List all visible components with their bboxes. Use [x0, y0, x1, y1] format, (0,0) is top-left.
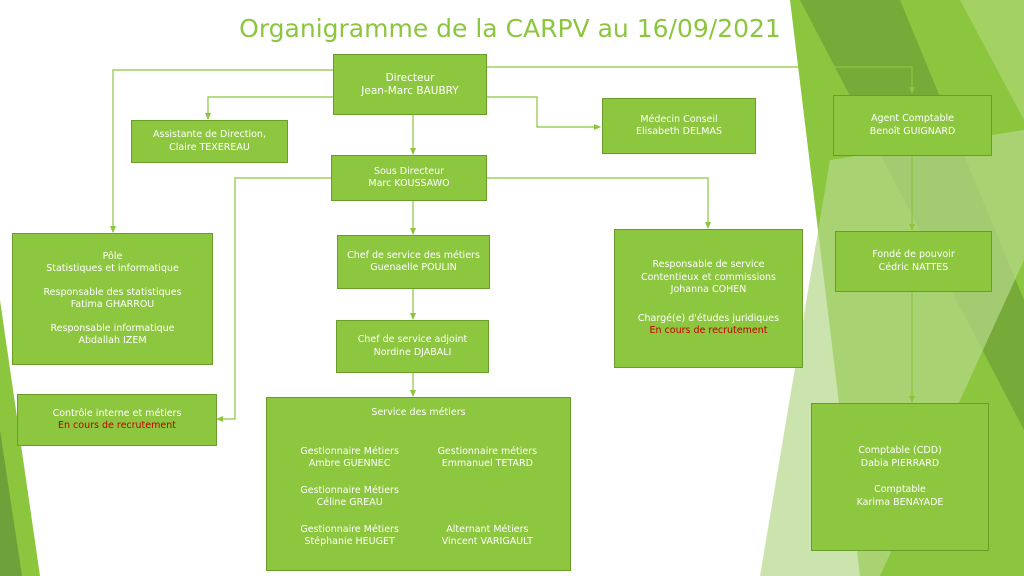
left-dark-triangle [0, 430, 22, 576]
comptable-name: Karima BENAYADE [856, 496, 944, 508]
member-item [429, 485, 546, 510]
member-role: Alternant Métiers [446, 523, 529, 535]
arrowhead [216, 416, 223, 422]
pole-info-name: Abdallah IZEM [78, 335, 147, 346]
service-metiers-title: Service des métiers [371, 407, 466, 418]
pole-stat-role: Responsable des statistiques [43, 286, 182, 298]
comptable-cdd-name: Dabia PIERRARD [860, 457, 940, 469]
member-name: Vincent VARIGAULT [441, 536, 533, 547]
service-metiers-columns: Gestionnaire Métiers Ambre GUENNEC Gesti… [267, 446, 570, 563]
charge-etudes-status: En cours de recrutement [649, 325, 768, 337]
service-metiers-box: Service des métiers Gestionnaire Métiers… [266, 397, 571, 571]
directeur-role: Directeur [385, 71, 435, 84]
link-directeur-agent [486, 66, 913, 93]
arrowhead [410, 228, 416, 235]
contentieux-box: Responsable de service Contentieux et co… [614, 229, 803, 368]
member-role: Gestionnaire métiers [437, 445, 538, 457]
member-item: Gestionnaire Métiers Céline GREAU [291, 485, 408, 510]
arrowhead [594, 124, 601, 130]
arrowhead [909, 87, 915, 94]
arrowhead [705, 222, 711, 229]
pole-line1: Pôle [102, 250, 123, 262]
comptable-role: Comptable [874, 484, 926, 495]
sous-directeur-box: Sous Directeur Marc KOUSSAWO [331, 155, 487, 201]
member-role: Gestionnaire Métiers [300, 484, 399, 496]
charge-etudes-role: Chargé(e) d'études juridiques [637, 312, 780, 324]
arrowhead [909, 396, 915, 403]
member-item: Gestionnaire Métiers Ambre GUENNEC [291, 446, 408, 471]
sous-directeur-name: Marc KOUSSAWO [368, 178, 450, 189]
agent-comptable-box: Agent Comptable Benoît GUIGNARD [833, 95, 992, 156]
member-item: Alternant Métiers Vincent VARIGAULT [429, 524, 546, 549]
link-directeur-medecin [486, 96, 600, 128]
arrowhead [205, 113, 211, 120]
assistante-box: Assistante de Direction, Claire TEXEREAU [131, 120, 288, 163]
assistante-name: Claire TEXEREAU [169, 141, 250, 153]
chef-adjoint-role: Chef de service adjoint [357, 334, 468, 345]
directeur-name: Jean-Marc BAUBRY [361, 84, 459, 97]
arrowhead [410, 390, 416, 397]
controle-status: En cours de recrutement [58, 420, 176, 431]
fonde-role: Fondé de pouvoir [872, 249, 955, 260]
top-right-facet [960, 0, 1024, 120]
assistante-role: Assistante de Direction, [153, 129, 266, 140]
contentieux-line1: Responsable de service [652, 259, 765, 271]
arrowhead [410, 148, 416, 155]
chef-adjoint-name: Nordine DJABALI [373, 346, 452, 358]
chef-adjoint-box: Chef de service adjoint Nordine DJABALI [336, 320, 489, 373]
contentieux-line2: Contentieux et commissions [640, 271, 777, 283]
fonde-name: Cédric NATTES [878, 261, 949, 273]
member-item: Gestionnaire Métiers Stéphanie HEUGET [291, 524, 408, 549]
contentieux-name: Johanna COHEN [670, 284, 747, 296]
pole-stat-name: Fatima GHARROU [70, 299, 155, 310]
comptables-box: Comptable (CDD) Dabia PIERRARD Comptable… [811, 403, 989, 551]
service-right-column: Gestionnaire métiers Emmanuel TETARD Alt… [429, 446, 546, 563]
member-role: Gestionnaire Métiers [300, 445, 399, 457]
arrowhead [410, 313, 416, 320]
pole-statistiques-box: Pôle Statistiques et informatique Respon… [12, 233, 213, 365]
page-title: Organigramme de la CARPV au 16/09/2021 [239, 14, 781, 43]
controle-interne-box: Contrôle interne et métiers En cours de … [17, 394, 217, 446]
controle-role: Contrôle interne et métiers [52, 407, 182, 419]
service-left-column: Gestionnaire Métiers Ambre GUENNEC Gesti… [291, 446, 408, 563]
chef-metiers-name: Guenaelle POULIN [370, 262, 457, 273]
arrowhead [110, 226, 116, 233]
pole-info-role: Responsable informatique [50, 322, 175, 334]
agent-comptable-name: Benoît GUIGNARD [869, 125, 956, 137]
member-role: Gestionnaire Métiers [300, 523, 399, 535]
link-directeur-assistante [207, 96, 333, 119]
chef-metiers-box: Chef de service des métiers Guenaelle PO… [337, 235, 490, 289]
link-sousdirecteur-controle [217, 177, 331, 420]
member-name: Stéphanie HEUGET [304, 536, 395, 547]
member-name: Emmanuel TETARD [441, 458, 533, 469]
chef-metiers-role: Chef de service des métiers [347, 249, 480, 261]
comptable-cdd-role: Comptable (CDD) [858, 445, 942, 456]
medecin-name: Elisabeth DELMAS [635, 126, 723, 137]
pole-line2: Statistiques et informatique [46, 263, 179, 274]
directeur-box: Directeur Jean-Marc BAUBRY [333, 54, 487, 115]
sous-directeur-role: Sous Directeur [373, 165, 445, 177]
member-item: Gestionnaire métiers Emmanuel TETARD [429, 446, 546, 471]
medecin-box: Médecin Conseil Elisabeth DELMAS [602, 98, 756, 154]
member-name: Ambre GUENNEC [308, 458, 391, 469]
link-sousdirecteur-contentieux [486, 177, 709, 228]
member-name: Céline GREAU [316, 497, 383, 508]
fonde-pouvoir-box: Fondé de pouvoir Cédric NATTES [835, 231, 992, 292]
medecin-role: Médecin Conseil [640, 113, 718, 125]
link-directeur-pole [112, 69, 333, 232]
agent-comptable-role: Agent Comptable [871, 113, 954, 124]
arrowhead [909, 224, 915, 231]
